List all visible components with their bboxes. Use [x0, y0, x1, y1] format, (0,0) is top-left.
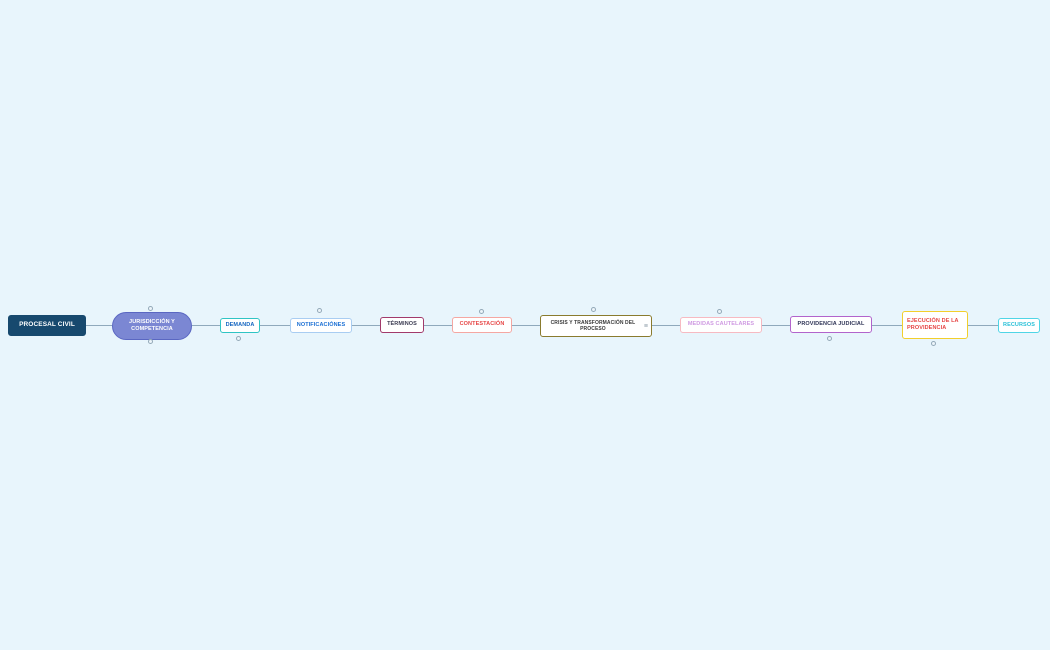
mindmap-node-label: NOTIFICACIÓNES: [296, 321, 346, 328]
mindmap-node-label: MEDIDAS CAUTELARES: [687, 321, 755, 328]
node-handle-below-ejecucion-de-la-providencia[interactable]: [931, 341, 936, 346]
mindmap-node-medidas-cautelares[interactable]: MEDIDAS CAUTELARES: [680, 317, 762, 333]
mindmap-node-terminos[interactable]: TÉRMINOS: [380, 317, 424, 333]
connector-line: [260, 325, 290, 326]
connector-line: [86, 325, 112, 326]
connector-line: [512, 325, 540, 326]
connector-line: [872, 325, 902, 326]
mindmap-node-contestacion[interactable]: CONTESTACIÓN: [452, 317, 512, 333]
node-handle-below-providencia-judicial[interactable]: [827, 336, 832, 341]
mindmap-node-jurisdiccion-y-competencia[interactable]: JURISDICCIÓN Y COMPETENCIA: [112, 312, 192, 340]
mindmap-node-recursos[interactable]: RECURSOS: [998, 318, 1040, 333]
node-handle-above-crisis-y-transformacion[interactable]: [591, 307, 596, 312]
node-handle-above-notificaciones[interactable]: [317, 308, 322, 313]
mindmap-node-crisis-y-transformacion-del-proceso[interactable]: CRISIS Y TRANSFORMACIÓN DEL PROCESO ≡: [540, 315, 652, 337]
mindmap-node-label: PROVIDENCIA JUDICIAL: [797, 320, 865, 327]
connector-line: [762, 325, 790, 326]
node-handle-above-contestacion[interactable]: [479, 309, 484, 314]
mindmap-node-label: CONTESTACIÓN: [459, 321, 505, 328]
node-handle-above-medidas-cautelares[interactable]: [717, 309, 722, 314]
connector-line: [968, 325, 998, 326]
connector-line: [352, 325, 380, 326]
mindmap-node-label: JURISDICCIÓN Y COMPETENCIA: [129, 318, 175, 332]
mindmap-node-label: CRISIS Y TRANSFORMACIÓN DEL PROCESO: [550, 319, 636, 333]
list-icon: ≡: [643, 322, 648, 330]
mindmap-node-label: DEMANDA: [225, 321, 255, 328]
connector-line: [652, 325, 680, 326]
connector-line: [192, 325, 220, 326]
mindmap-node-label: PROCESAL CIVIL: [19, 321, 75, 329]
mindmap-node-label: TÉRMINOS: [387, 321, 417, 328]
mindmap-node-providencia-judicial[interactable]: PROVIDENCIA JUDICIAL: [790, 316, 872, 333]
connector-line: [424, 325, 452, 326]
mindmap-node-label: EJECUCIÓN DE LA PROVIDENCIA: [907, 317, 959, 331]
mindmap-node-notificaciones[interactable]: NOTIFICACIÓNES: [290, 318, 352, 333]
node-handle-below-jurisdiccion-y-competencia[interactable]: [148, 339, 153, 344]
mindmap-node-ejecucion-de-la-providencia[interactable]: EJECUCIÓN DE LA PROVIDENCIA: [902, 311, 968, 339]
mindmap-node-demanda[interactable]: DEMANDA: [220, 318, 260, 333]
node-handle-below-demanda[interactable]: [236, 336, 241, 341]
mindmap-node-label: RECURSOS: [1003, 321, 1035, 328]
mindmap-node-procesal-civil[interactable]: PROCESAL CIVIL: [8, 315, 86, 336]
node-handle-above-jurisdiccion-y-competencia[interactable]: [148, 306, 153, 311]
